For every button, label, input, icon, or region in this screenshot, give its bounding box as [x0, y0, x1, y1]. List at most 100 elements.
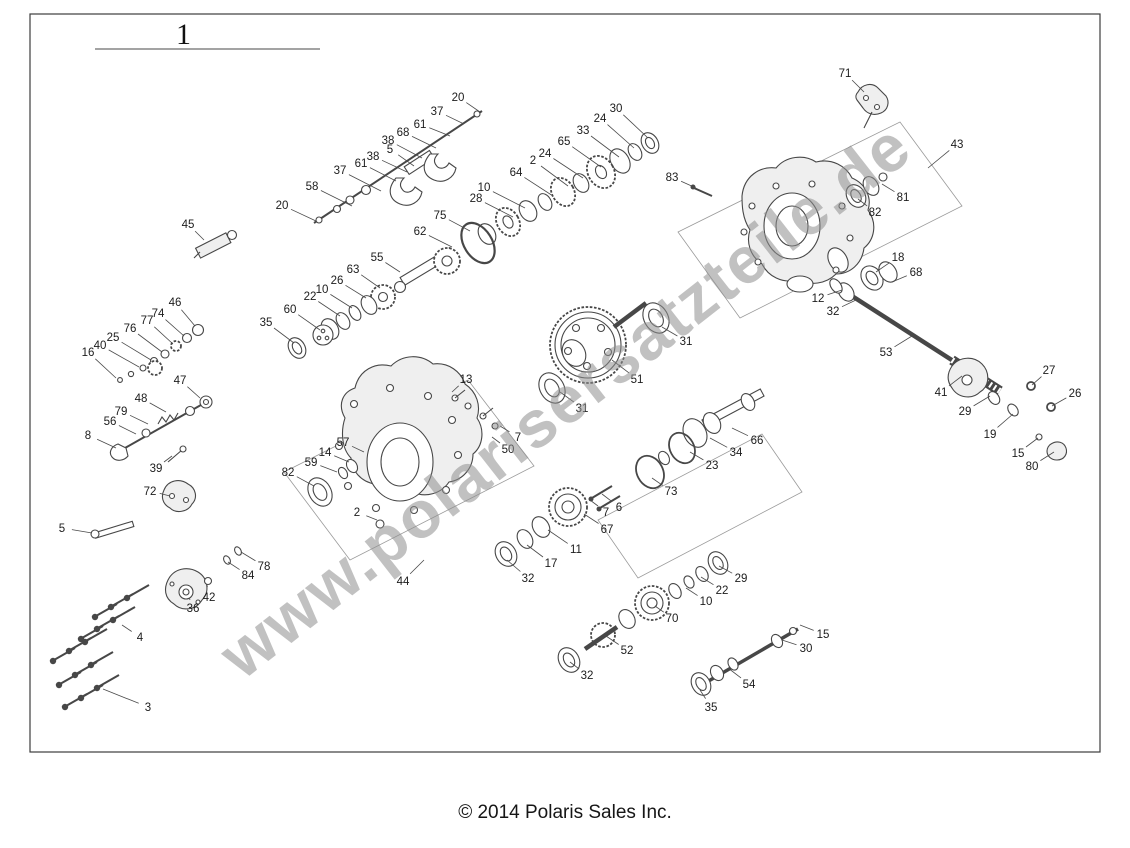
callout-leader: [524, 177, 554, 197]
part-callout-40: 40: [94, 340, 107, 352]
callout-leader: [492, 191, 526, 209]
input-gear-train: [460, 132, 660, 265]
callout-leader: [95, 358, 117, 379]
callout-leader: [973, 395, 991, 407]
rear-housing-box: [677, 121, 963, 319]
part-callout-39: 39: [150, 463, 163, 475]
part-callout-70: 70: [666, 613, 679, 625]
part-callout-59: 59: [305, 457, 318, 469]
part-callout-68: 68: [910, 267, 923, 279]
callout-leader: [661, 326, 678, 337]
housing-seals: [307, 458, 385, 529]
callout-leader: [1040, 451, 1055, 461]
part-callout-44: 44: [397, 576, 410, 588]
callout-leader: [607, 124, 635, 149]
callout-leader: [499, 425, 510, 433]
end-cap: [1046, 441, 1068, 461]
callout-leader: [330, 294, 353, 309]
part-callout-74: 74: [152, 308, 165, 320]
callout-leader: [429, 127, 451, 137]
part-callout-32: 32: [827, 306, 840, 318]
part-callout-2: 2: [354, 507, 360, 519]
part-callout-38: 38: [367, 151, 380, 163]
callout-leader: [891, 275, 907, 283]
part-callout-67: 67: [601, 524, 614, 536]
part-callout-12: 12: [812, 293, 825, 305]
callout-leader: [296, 476, 315, 487]
part-callout-47: 47: [174, 375, 187, 387]
callout-leader: [718, 565, 733, 574]
callout-leader: [121, 341, 152, 361]
callout-leader: [448, 219, 471, 232]
part-callout-2: 2: [530, 155, 536, 167]
part-callout-25: 25: [107, 332, 120, 344]
part-callout-7: 7: [603, 507, 609, 519]
part-callout-60: 60: [284, 304, 297, 316]
part-callout-57: 57: [337, 437, 350, 449]
callout-leader: [397, 154, 415, 167]
callout-leader: [623, 114, 649, 139]
callout-leader: [851, 79, 865, 93]
part-callout-10: 10: [316, 284, 329, 296]
part-callout-41: 41: [935, 387, 948, 399]
part-callout-64: 64: [510, 167, 523, 179]
front-output-assembly: [635, 388, 765, 490]
callout-leader: [699, 689, 706, 699]
housing-bolts: [451, 389, 499, 430]
part-callout-19: 19: [984, 429, 997, 441]
callout-leader: [547, 529, 568, 544]
part-callout-62: 62: [414, 226, 427, 238]
part-callout-52: 52: [621, 645, 634, 657]
callout-leader: [385, 262, 401, 273]
callout-leader: [381, 159, 408, 173]
part-callout-63: 63: [347, 264, 360, 276]
callout-leader: [159, 493, 171, 497]
callout-leader: [583, 513, 599, 524]
part-callout-24: 24: [539, 148, 552, 160]
part-callout-17: 17: [545, 558, 558, 570]
part-callout-29: 29: [959, 406, 972, 418]
silent-chain: [460, 221, 496, 265]
callout-leader: [71, 529, 93, 534]
bevel-gear-stack-left: [287, 295, 378, 359]
part-callout-35: 35: [260, 317, 273, 329]
part-callout-26: 26: [331, 275, 344, 287]
shift-shaft-assembly: [109, 395, 213, 463]
part-callout-37: 37: [431, 106, 444, 118]
cover-bolts: [588, 485, 621, 512]
part-callout-71: 71: [839, 68, 852, 80]
part-callout-34: 34: [730, 447, 743, 459]
callout-leader: [948, 375, 963, 387]
callout-leader: [553, 158, 584, 179]
part-callout-61: 61: [355, 158, 368, 170]
part-callout-75: 75: [434, 210, 447, 222]
callout-layer: 2037616838538613758203024336524264102875…: [59, 68, 1082, 714]
callout-leader: [894, 335, 913, 348]
rear-gearcase-housing: [740, 156, 875, 293]
speed-sensor: [193, 229, 238, 259]
callout-leader: [727, 667, 742, 679]
callout-leader: [571, 146, 602, 168]
part-callout-33: 33: [577, 125, 590, 137]
part-callout-10: 10: [478, 182, 491, 194]
callout-leader: [189, 598, 191, 601]
callout-leader: [428, 235, 453, 248]
callout-leader: [685, 587, 698, 596]
mounting-bolts-group: [49, 584, 150, 711]
shift-detent-parts: [117, 323, 205, 383]
callout-leader: [187, 386, 201, 399]
part-callout-32: 32: [522, 573, 535, 585]
callout-leader: [590, 135, 620, 158]
callout-leader: [1051, 397, 1067, 407]
part-callout-23: 23: [706, 460, 719, 472]
callout-leader: [611, 359, 630, 374]
callout-leader: [96, 438, 117, 449]
part-callout-68: 68: [397, 127, 410, 139]
rear-output-shaft: [829, 261, 1068, 461]
part-callout-4: 4: [137, 632, 144, 644]
part-callout-50: 50: [502, 444, 515, 456]
part-callout-73: 73: [665, 486, 678, 498]
part-callout-76: 76: [124, 323, 137, 335]
part-callout-58: 58: [306, 181, 319, 193]
